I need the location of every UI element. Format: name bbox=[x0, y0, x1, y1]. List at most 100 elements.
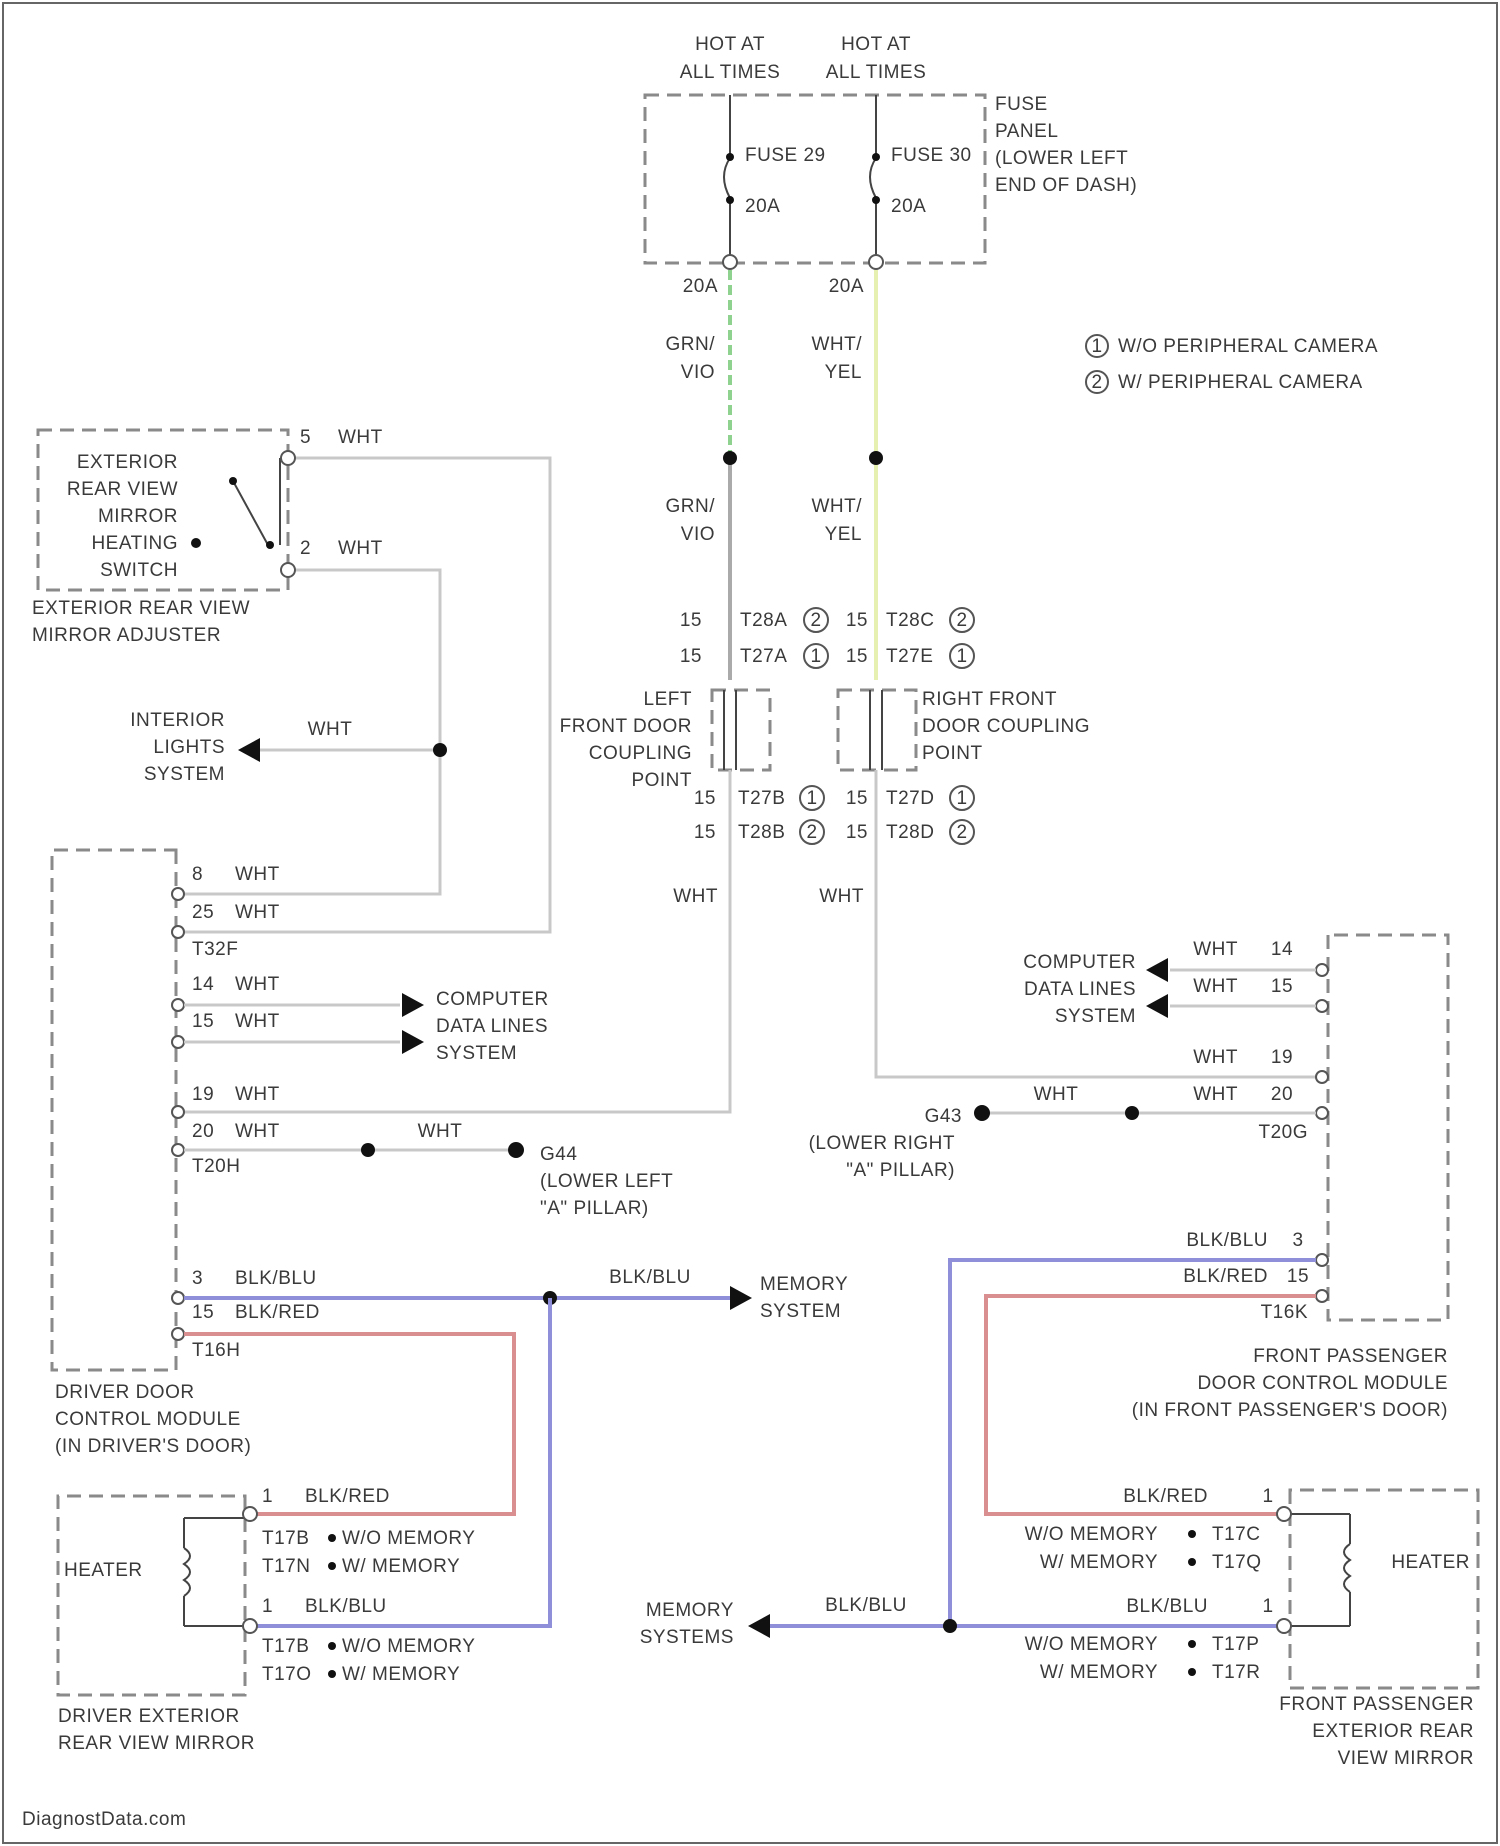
adjuster-label-2: MIRROR ADJUSTER bbox=[32, 625, 221, 646]
l-bot-conn-1: T27B bbox=[738, 788, 785, 809]
drv-a-pin-1: 8 bbox=[192, 864, 203, 885]
fuse-30-output: 20A bbox=[829, 276, 864, 297]
pass-mirror-wire-1: BLK/RED bbox=[1123, 1486, 1208, 1507]
legend-2-text: W/ PERIPHERAL CAMERA bbox=[1118, 372, 1363, 393]
hot-at-all-times-2-line2: ALL TIMES bbox=[826, 62, 927, 83]
memory-systems-2: SYSTEMS bbox=[640, 1627, 734, 1648]
fuse-panel-label-4: END OF DASH) bbox=[995, 175, 1137, 196]
pass-mirror-pin-2: 1 bbox=[1262, 1596, 1273, 1617]
pass-mirror-conn-1: T17C bbox=[1212, 1524, 1260, 1545]
fuse-29-output: 20A bbox=[683, 276, 718, 297]
wire-right-wht-to-pass bbox=[876, 770, 1328, 1077]
r-bot-ref-1: 1 bbox=[956, 788, 967, 809]
computer-right-3: SYSTEM bbox=[1055, 1006, 1136, 1027]
l-top-conn-2: T27A bbox=[740, 646, 787, 667]
wire-switch-pin5 bbox=[180, 458, 550, 932]
interior-lights-3: SYSTEM bbox=[144, 764, 225, 785]
l-bot-ref-2: 2 bbox=[806, 822, 817, 843]
fuse-panel: HOT AT ALL TIMES HOT AT ALL TIMES FUSE P… bbox=[645, 34, 1137, 297]
pass-mirror-note-2: W/ MEMORY bbox=[1040, 1552, 1158, 1573]
switch-name-1: EXTERIOR bbox=[77, 452, 178, 473]
drv-conn-c: T20H bbox=[192, 1156, 240, 1177]
driver-mirror-pin-1: 1 bbox=[262, 1486, 273, 1507]
drv-c-wire-1: WHT bbox=[235, 1084, 280, 1105]
r-bot-conn-1: T27D bbox=[886, 788, 934, 809]
fuse-30-label: FUSE 30 bbox=[891, 145, 972, 166]
pass-mirror-name-1: FRONT PASSENGER bbox=[1279, 1694, 1474, 1715]
driver-mirror-pin-2: 1 bbox=[262, 1596, 273, 1617]
right-coupling-box bbox=[838, 690, 916, 770]
r-top-ref-1: 2 bbox=[956, 610, 967, 631]
switch-name-4: HEATING bbox=[91, 533, 178, 554]
interior-wire-label: WHT bbox=[308, 719, 353, 740]
l-bot-pin-2: 15 bbox=[694, 822, 716, 843]
driver-mirror-name-1: DRIVER EXTERIOR bbox=[58, 1706, 240, 1727]
grn-vio-label-2a: GRN/ bbox=[666, 496, 716, 517]
drv-d-pin-1: 3 bbox=[192, 1268, 203, 1289]
fuse-29-amp: 20A bbox=[745, 196, 780, 217]
pass-heater-label: HEATER bbox=[1391, 1552, 1470, 1573]
r-bot-pin-1: 15 bbox=[846, 788, 868, 809]
left-coupling-4: POINT bbox=[631, 770, 692, 791]
r-top-conn-1: T28C bbox=[886, 610, 934, 631]
legend-1-text: W/O PERIPHERAL CAMERA bbox=[1118, 336, 1378, 357]
drv-d-wire-1: BLK/BLU bbox=[235, 1268, 317, 1289]
watermark: DiagnostData.com bbox=[22, 1809, 186, 1830]
pass-mirror-conn-2: T17Q bbox=[1212, 1552, 1262, 1573]
l-bot-ref-1: 1 bbox=[806, 788, 817, 809]
blk-blu-memory-label: BLK/BLU bbox=[609, 1267, 691, 1288]
drv-mirror-conn-1: T17B bbox=[262, 1528, 309, 1549]
driver-module-name-1: DRIVER DOOR bbox=[55, 1382, 195, 1403]
r-top-ref-2: 1 bbox=[956, 646, 967, 667]
r-bot-ref-2: 2 bbox=[956, 822, 967, 843]
pass-b-wire-2: WHT bbox=[1193, 976, 1238, 997]
l-top-conn-1: T28A bbox=[740, 610, 787, 631]
left-coupling-2: FRONT DOOR bbox=[560, 716, 692, 737]
fuse-panel-label-3: (LOWER LEFT bbox=[995, 148, 1128, 169]
right-coupling-3: POINT bbox=[922, 743, 983, 764]
pass-mirror-wire-2: BLK/BLU bbox=[1126, 1596, 1208, 1617]
fuse-panel-box bbox=[645, 95, 985, 263]
l-top-ref-2: 1 bbox=[810, 646, 821, 667]
r-top-pin-1: 15 bbox=[846, 610, 868, 631]
computer-left-1: COMPUTER bbox=[436, 989, 549, 1010]
drv-b-wire-1: WHT bbox=[235, 974, 280, 995]
driver-mirror-wire-1: BLK/RED bbox=[305, 1486, 390, 1507]
drv-c-pin-1: 19 bbox=[192, 1084, 214, 1105]
pass-c-pin-1: 19 bbox=[1271, 1047, 1293, 1068]
fuse-29-label: FUSE 29 bbox=[745, 145, 826, 166]
driver-module-name-3: (IN DRIVER'S DOOR) bbox=[55, 1436, 251, 1457]
driver-heater-label: HEATER bbox=[64, 1560, 143, 1581]
pass-mirror-conn-4: T17R bbox=[1212, 1662, 1260, 1683]
pass-module-name-1: FRONT PASSENGER bbox=[1253, 1346, 1448, 1367]
pass-mirror-conn-3: T17P bbox=[1212, 1634, 1259, 1655]
drv-mirror-conn-3: T17B bbox=[262, 1636, 309, 1657]
pass-b-pin-2: 15 bbox=[1271, 976, 1293, 997]
left-coupling-1: LEFT bbox=[644, 689, 692, 710]
memory-system-2: SYSTEM bbox=[760, 1301, 841, 1322]
pass-mirror-box bbox=[1290, 1490, 1478, 1688]
pass-c-wire-2: WHT bbox=[1193, 1084, 1238, 1105]
ground-left-loc-1: (LOWER LEFT bbox=[540, 1171, 673, 1192]
pass-d-wire-1: BLK/BLU bbox=[1186, 1230, 1268, 1251]
coupling-top-connectors: 15 T28A 2 15 T27A 1 15 T28C 2 15 T27E 1 bbox=[680, 608, 974, 668]
ground-right-wire: WHT bbox=[1034, 1084, 1079, 1105]
drv-d-pin-2: 15 bbox=[192, 1302, 214, 1323]
memory-systems-1: MEMORY bbox=[646, 1600, 734, 1621]
pass-d-pin-2: 15 bbox=[1287, 1266, 1309, 1287]
drv-c-wire-2: WHT bbox=[235, 1121, 280, 1142]
driver-mirror-wire-2: BLK/BLU bbox=[305, 1596, 387, 1617]
computer-right-2: DATA LINES bbox=[1024, 979, 1136, 1000]
grn-vio-label-1b: VIO bbox=[681, 362, 715, 383]
drv-mirror-note-2: W/ MEMORY bbox=[342, 1556, 460, 1577]
coupling-bottom-connectors: 15 T27B 1 15 T28B 2 15 T27D 1 15 T28D 2 bbox=[694, 786, 974, 844]
drv-mirror-note-4: W/ MEMORY bbox=[342, 1664, 460, 1685]
drv-a-pin-2: 25 bbox=[192, 902, 214, 923]
r-top-conn-2: T27E bbox=[886, 646, 933, 667]
interior-lights-1: INTERIOR bbox=[130, 710, 225, 731]
switch-pin-a-wire: WHT bbox=[338, 427, 383, 448]
r-bot-conn-2: T28D bbox=[886, 822, 934, 843]
wht-yel-label-2b: YEL bbox=[825, 524, 862, 545]
pass-mirror-note-3: W/O MEMORY bbox=[1025, 1634, 1158, 1655]
